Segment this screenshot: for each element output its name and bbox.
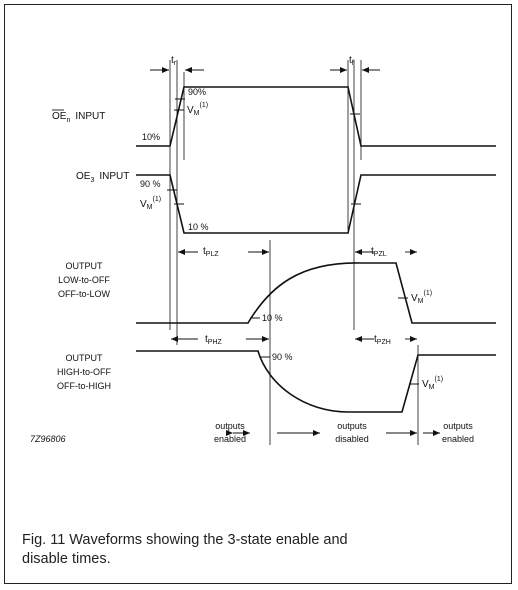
caption-line-2: disable times. [22, 551, 111, 567]
enabled-left-line1: outputs [215, 421, 245, 431]
oe-n-10-label: 10% [142, 132, 160, 142]
vm-oe3-label: VM(1) [140, 196, 161, 211]
oe3-10-label: 10 % [188, 222, 209, 232]
output-high-waveform [136, 350, 496, 413]
out-low-10-label: 10 % [262, 313, 283, 323]
tpzl-label: tPZL [371, 246, 387, 258]
output-high-line2: HIGH-to-OFF [57, 367, 111, 377]
enabled-left-line2: enabled [214, 434, 246, 444]
caption-line-1: Fig. 11 Waveforms showing the 3-state en… [22, 532, 348, 548]
vm-out-low-label: VM(1) [411, 290, 432, 305]
disabled-line2: disabled [335, 434, 369, 444]
oe3-waveform [136, 174, 496, 234]
enabled-right-line2: enabled [442, 434, 474, 444]
out-high-90-label: 90 % [272, 352, 293, 362]
level-ticks [167, 98, 419, 385]
vm-oe-n-label: VM(1) [187, 102, 208, 117]
figure-caption: Fig. 11 Waveforms showing the 3-state en… [22, 531, 492, 569]
timing-arrows [150, 67, 440, 436]
figure-id: 7Z96806 [30, 434, 66, 444]
output-high-line1: OUTPUT [66, 353, 104, 363]
output-low-line1: OUTPUT [66, 261, 104, 271]
tf-label: tf [349, 55, 354, 67]
output-high-line3: OFF-to-HIGH [57, 381, 111, 391]
vm-out-high-label: VM(1) [422, 376, 443, 391]
disabled-line1: outputs [337, 421, 367, 431]
tpzh-label: tPZH [374, 334, 391, 346]
region-labels: outputs enabled outputs disabled outputs… [214, 421, 474, 444]
figure-frame [4, 4, 512, 584]
oe3-90-label: 90 % [140, 179, 161, 189]
level-labels: 90% 10% 90 % 10 % 10 % 90 % VM(1) VM(1) … [140, 87, 443, 391]
oe-n-waveform [136, 86, 496, 147]
output-low-waveform [136, 262, 496, 324]
timing-labels: tr tf tPLZ tPZL tPHZ tPZH [171, 55, 391, 346]
enabled-right-line1: outputs [443, 421, 473, 431]
tr-label: tr [171, 55, 177, 67]
oe-n-90-label: 90% [188, 87, 206, 97]
output-low-line3: OFF-to-LOW [58, 289, 111, 299]
tplz-label: tPLZ [203, 246, 219, 258]
output-low-line2: LOW-to-OFF [58, 275, 110, 285]
tphz-label: tPHZ [205, 334, 223, 346]
